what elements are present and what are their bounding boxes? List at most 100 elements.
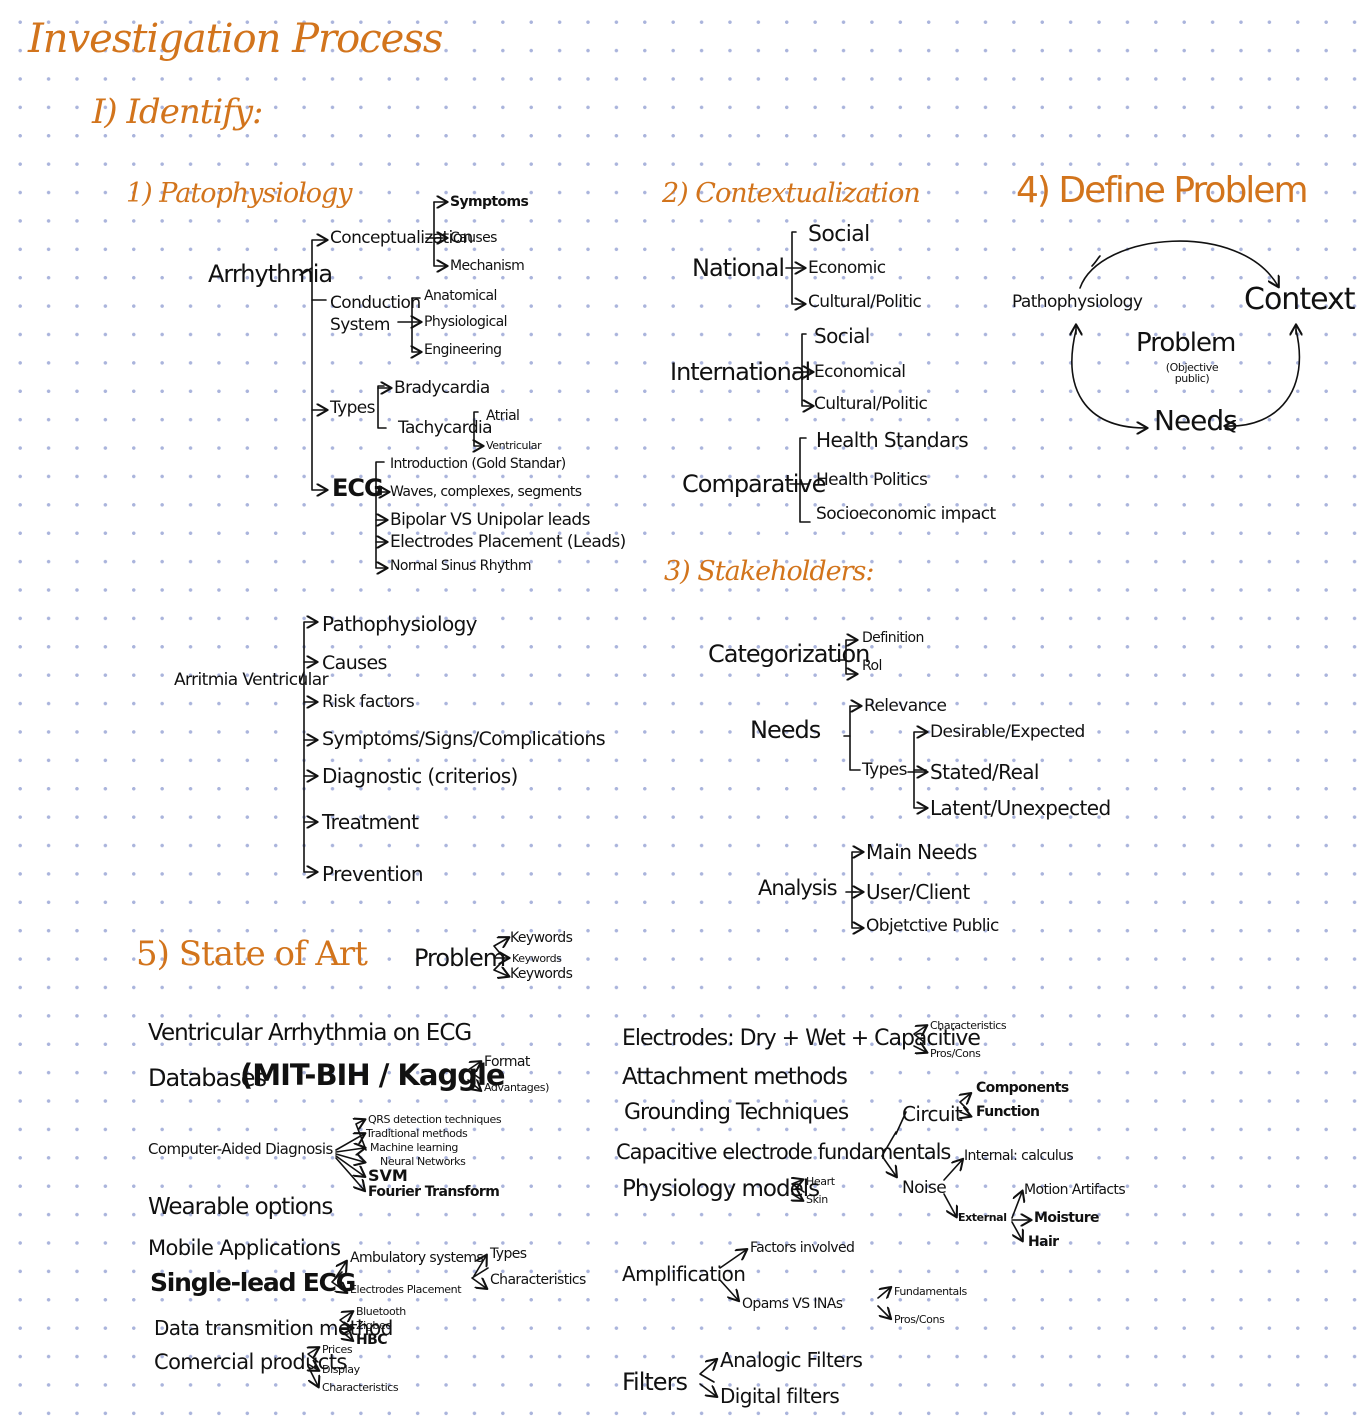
types-label: Types: [330, 398, 376, 418]
analysis-label: Analysis: [758, 876, 838, 900]
analysis-item: User/Client: [866, 880, 970, 904]
ecg-item: Electrodes Placement (Leads): [390, 532, 626, 552]
types-item: Latent/Unexpected: [930, 796, 1111, 820]
types-item: Desirable/Expected: [930, 722, 1085, 742]
arritmia-v-item: Treatment: [322, 810, 419, 834]
data-tx-item: Bluetooth: [356, 1305, 406, 1318]
ambulatory-item: Types: [490, 1246, 527, 1262]
categorization-item: Definition: [862, 630, 924, 646]
define-needs: Needs: [1154, 404, 1238, 437]
factors-involved: Factors involved: [750, 1240, 855, 1256]
international-item: Social: [814, 324, 870, 348]
national-label: National: [692, 254, 785, 282]
wearable-options: Wearable options: [148, 1194, 333, 1220]
external-label: External: [958, 1211, 1007, 1224]
types-item: Stated/Real: [930, 760, 1039, 784]
databases-names: (MIT-BIH / Kaggle: [240, 1058, 506, 1092]
international-item: Cultural/Politic: [814, 394, 928, 414]
comparative-label: Comparative: [682, 470, 826, 498]
grounding-techniques: Grounding Techniques: [624, 1100, 849, 1125]
conduction-item: Anatomical: [424, 288, 497, 304]
analysis-item: Objetctive Public: [866, 916, 999, 936]
national-item: Economic: [808, 258, 886, 278]
arritmia-v-item: Risk factors: [322, 692, 415, 712]
opamps-item: Fundamentals: [894, 1285, 967, 1298]
national-item: Cultural/Politic: [808, 292, 922, 312]
databases-label: Databases: [148, 1064, 267, 1092]
stakeholders-heading: 3) Stakeholders:: [664, 556, 874, 587]
national-item: Social: [808, 222, 870, 247]
external-item: Motion Artifacts: [1024, 1182, 1126, 1198]
cad-item: QRS detection techniques: [368, 1113, 502, 1126]
tachy-item: Atrial: [486, 408, 520, 424]
define-context: Context: [1244, 282, 1356, 317]
arrhythmia-root: Arrhythmia: [208, 260, 333, 288]
physiology-models: Physiology models: [622, 1176, 820, 1202]
keyword-item: Keywords: [510, 930, 573, 946]
data-tx-item: Zigbee: [356, 1319, 392, 1332]
ambulatory-item: Characteristics: [490, 1272, 586, 1288]
opamps-label: Opams VS INAs: [742, 1296, 843, 1312]
electrodes-item: Characteristics: [930, 1019, 1007, 1032]
state-problem-label: Problem: [414, 944, 506, 972]
physiology-item: Heart: [806, 1175, 835, 1188]
needs-label: Needs: [750, 716, 821, 744]
data-tx-item: HBC: [356, 1332, 387, 1348]
attachment-methods: Attachment methods: [622, 1064, 848, 1090]
conceptualization-label: Conceptualization: [330, 228, 473, 248]
categorization-item: Rol: [862, 658, 882, 674]
concept-item: Causes: [450, 230, 497, 246]
data-transmition: Data transmition method: [154, 1316, 393, 1340]
external-item: Moisture: [1034, 1210, 1100, 1226]
electrodes-label: Electrodes: Dry + Wet + Capacitive: [622, 1026, 981, 1051]
page-title: Investigation Process: [28, 16, 443, 62]
single-item: Electrodes Placement: [350, 1283, 462, 1296]
electrodes-item: Pros/Cons: [930, 1047, 981, 1060]
types-stake-label: Types: [862, 760, 908, 780]
capacitive-fundamentals: Capacitive electrode fundamentals: [616, 1140, 951, 1164]
define-pathophysiology: Pathophysiology: [1012, 292, 1143, 312]
comercial-item: Prices: [322, 1343, 353, 1356]
cad-item: Traditional methods: [366, 1127, 468, 1140]
arritmia-v-item: Pathophysiology: [322, 612, 478, 636]
circuit-item: Function: [976, 1104, 1040, 1120]
ecg-item: Bipolar VS Unipolar leads: [390, 510, 590, 530]
comparative-item: Socioeconomic impact: [816, 504, 996, 524]
noise-label: Noise: [902, 1178, 947, 1198]
international-label: International: [670, 358, 811, 386]
categorization-label: Categorization: [708, 640, 870, 668]
cad-item: Fourier Transform: [368, 1184, 500, 1200]
external-item: Hair: [1028, 1234, 1059, 1250]
bradycardia-label: Bradycardia: [394, 378, 490, 398]
comercial-item: Characteristics: [322, 1381, 399, 1394]
filters-label: Filters: [622, 1368, 688, 1396]
tachy-item: Ventricular: [486, 439, 542, 452]
internal-label: Internal: calculus: [964, 1148, 1074, 1164]
circuit-label: Circuit: [902, 1102, 963, 1126]
concept-item: Mechanism: [450, 258, 525, 274]
mobile-applications: Mobile Applications: [148, 1236, 341, 1260]
keyword-item: Keywords: [510, 966, 573, 982]
filters-item: Digital filters: [720, 1384, 840, 1408]
cad-item: Neural Networks: [380, 1155, 466, 1168]
single-item: Ambulatory systems: [350, 1250, 484, 1266]
keyword-item: Keywords: [512, 952, 562, 965]
relevance-label: Relevance: [864, 696, 947, 716]
concept-item: Symptoms: [450, 194, 529, 210]
opamps-item: Pros/Cons: [894, 1313, 945, 1326]
single-lead-ecg: Single-lead ECG: [150, 1268, 356, 1297]
section-identify-heading: I) Identify:: [92, 92, 264, 132]
comercial-item: Display: [322, 1363, 360, 1376]
analysis-item: Main Needs: [866, 840, 977, 864]
arritmia-v-item: Diagnostic (criterios): [322, 764, 518, 788]
conduction-item: Engineering: [424, 342, 502, 358]
comparative-item: Health Politics: [816, 470, 928, 490]
ecg-item: Introduction (Gold Standar): [390, 456, 566, 472]
contextualization-heading: 2) Contextualization: [662, 178, 921, 209]
ventricular-arrhythmia-ecg: Ventricular Arrhythmia on ECG: [148, 1020, 472, 1046]
ecg-item: Normal Sinus Rhythm: [390, 558, 531, 574]
ecg-item: Waves, complexes, segments: [390, 484, 582, 500]
filters-item: Analogic Filters: [720, 1348, 863, 1372]
arritmia-ventricular-root: Arritmia Ventricular: [174, 670, 329, 690]
